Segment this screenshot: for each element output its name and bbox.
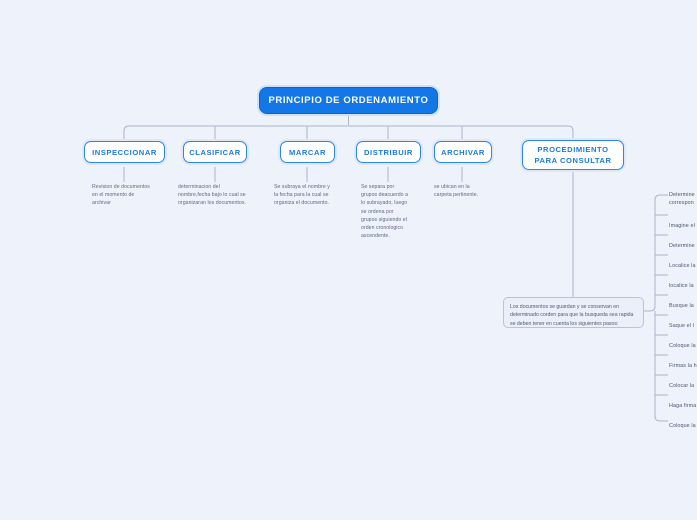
procedure-step-10: Colocar la (669, 383, 695, 389)
branch-node-inspeccionar[interactable]: INSPECCIONAR (84, 141, 165, 163)
procedure-step-1: Determine correspon (669, 192, 695, 207)
procedure-step-8: Coloque la (669, 343, 696, 349)
procedure-intro-box: Los documentos se guardan y se conservan… (503, 297, 644, 328)
note-marcar: Se subraya el nombre y la fecha para la … (274, 184, 330, 207)
procedure-step-7: Saque el l (669, 323, 694, 329)
root-node-principio-de-ordenamiento[interactable]: PRINCIPIO DE ORDENAMIENTO (259, 87, 438, 114)
procedure-step-4: Localice la (669, 263, 696, 269)
procedure-step-3: Determine (669, 243, 695, 249)
note-distribuir: Se separa por grupos deacuerdo a lo subr… (361, 184, 409, 240)
branch-node-procedimiento-para-consultar[interactable]: PROCEDIMIENTO PARA CONSULTAR (522, 140, 624, 170)
procedure-step-5: localice la (669, 283, 694, 289)
procedure-step-6: Busque la (669, 303, 694, 309)
procedure-step-12: Coloque la (669, 423, 696, 429)
branch-node-marcar[interactable]: MARCAR (280, 141, 335, 163)
branch-node-distribuir[interactable]: DISTRIBUIR (356, 141, 421, 163)
procedure-step-9: Firmas la h (669, 363, 697, 369)
branch-node-archivar[interactable]: ARCHIVAR (434, 141, 492, 163)
procedure-step-2: Imagine el (669, 223, 695, 229)
branch-node-clasificar[interactable]: CLASIFICAR (183, 141, 247, 163)
note-inspeccionar: Revision de documentos en el momento de … (92, 184, 150, 207)
note-clasificar: determinacion del nombre,fecha bajo lo c… (178, 184, 246, 207)
procedure-step-11: Haga firma (669, 403, 697, 409)
note-archivar: se ubican en la carpeta pertinente. (434, 184, 479, 199)
